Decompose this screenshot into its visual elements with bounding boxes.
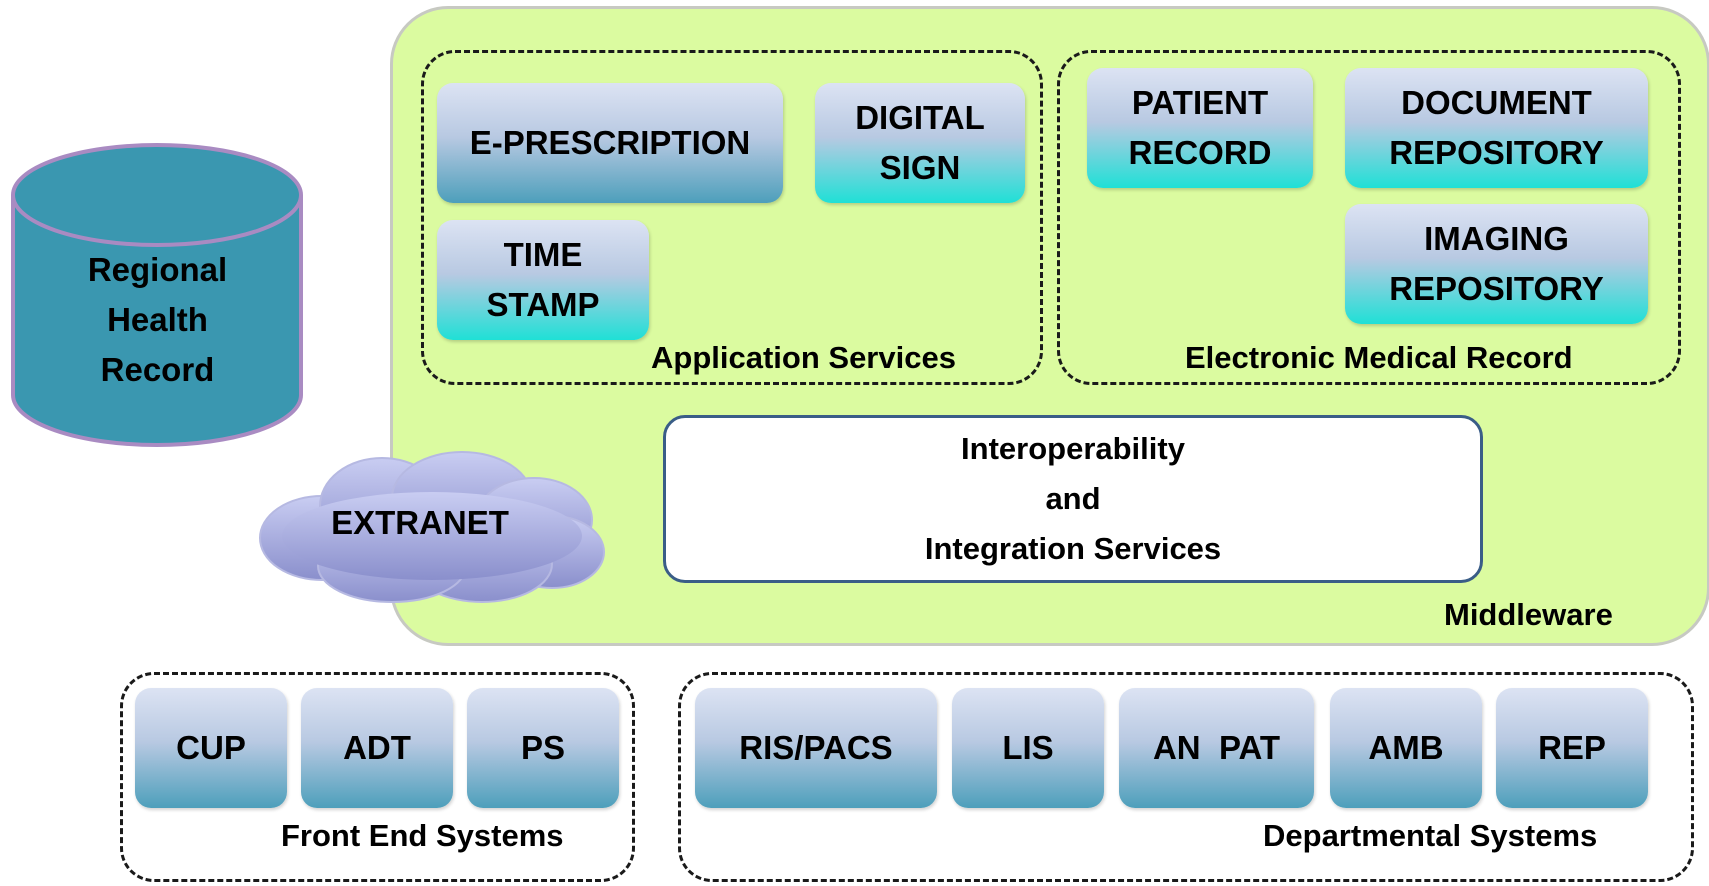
cloud-icon [259, 451, 605, 603]
database-cylinder-icon [11, 143, 303, 447]
time-stamp-box: TIME STAMP [437, 220, 649, 340]
ris-pacs-box: RIS/PACS [695, 688, 937, 808]
regional-health-record-database: Regional Health Record [10, 140, 305, 450]
electronic-medical-record-group [1057, 50, 1681, 385]
electronic-medical-record-label: Electronic Medical Record [1185, 340, 1573, 375]
lis-box: LIS [952, 688, 1104, 808]
document-repository-box: DOCUMENT REPOSITORY [1345, 68, 1648, 188]
application-services-group [421, 50, 1043, 385]
imaging-repository-box: IMAGING REPOSITORY [1345, 204, 1648, 324]
adt-box: ADT [301, 688, 453, 808]
regional-health-record-label: Regional Health Record [87, 251, 228, 388]
departmental-systems-label: Departmental Systems [1263, 818, 1598, 853]
extranet-label: EXTRANET [331, 504, 509, 541]
rep-box: REP [1496, 688, 1648, 808]
interoperability-integration-services-box: Interoperability and Integration Service… [663, 415, 1483, 583]
departmental-systems-group [678, 672, 1694, 882]
front-end-systems-label: Front End Systems [281, 818, 564, 853]
extranet-cloud: EXTRANET [252, 448, 608, 604]
front-end-systems-group [120, 672, 635, 882]
patient-record-box: PATIENT RECORD [1087, 68, 1313, 188]
an-pat-box: AN PAT [1119, 688, 1314, 808]
application-services-label: Application Services [651, 340, 956, 375]
amb-box: AMB [1330, 688, 1482, 808]
middleware-label: Middleware [1444, 597, 1613, 632]
ps-box: PS [467, 688, 619, 808]
digital-sign-box: DIGITAL SIGN [815, 83, 1025, 203]
e-prescription-box: E-PRESCRIPTION [437, 83, 783, 203]
cup-box: CUP [135, 688, 287, 808]
